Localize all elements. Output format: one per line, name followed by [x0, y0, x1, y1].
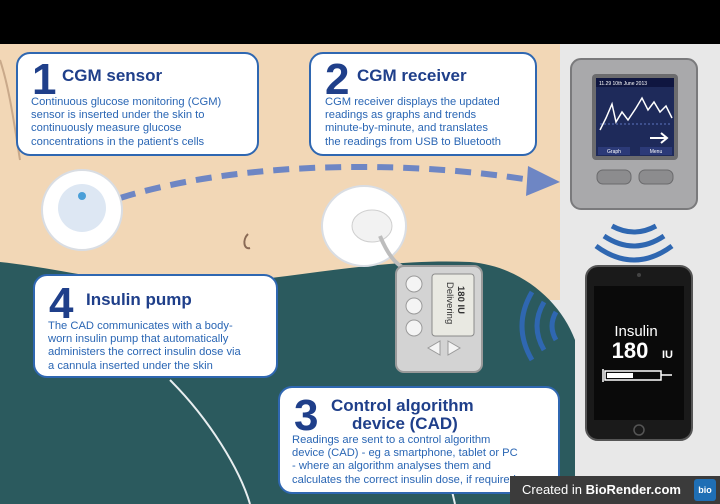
cad-title-line2: device (CAD) — [352, 414, 458, 433]
receiver-wireless-icon — [594, 223, 674, 263]
pump-wireless-icon — [519, 290, 559, 362]
insulin-pump-device: Delivering 180 IU — [395, 265, 483, 373]
phone-insulin-unit: IU — [662, 349, 673, 361]
insulin-pump-number: 4 — [49, 279, 74, 328]
insulin-pump-title: Insulin pump — [86, 290, 192, 309]
cgm-sensor-number: 1 — [32, 55, 57, 104]
cad-body: Readings are sent to a control algorithm… — [292, 434, 518, 487]
cad-line: Readings are sent to a control algorithm — [292, 434, 491, 446]
cgm-receiver-device: 11.29 10th June 2013 Graph Menu — [570, 58, 698, 210]
cad-title-line1: Control algorithm — [331, 396, 474, 415]
insulin-pump-card — [33, 274, 278, 378]
cgm-receiver-line: minute-by-minute, and translates — [325, 122, 488, 135]
cad-line: calculates the correct insulin dose, if … — [292, 473, 516, 486]
cgm-sensor-line: Continuous glucose monitoring (CGM) — [31, 96, 222, 108]
receiver-status: 11.29 10th June 2013 — [599, 81, 647, 87]
arrow-head — [526, 166, 560, 196]
cgm-receiver-line: readings as graphs and trends — [325, 109, 477, 122]
smartphone-device: Insulin 180 IU — [585, 265, 693, 441]
cgm-sensor-line: concentrations in the patient's cells — [31, 135, 205, 148]
cgm-receiver-line: the readings from USB to Bluetooth — [325, 135, 501, 148]
cgm-receiver-title: CGM receiver — [357, 66, 467, 85]
glucose-trace — [599, 96, 673, 131]
cad-number: 3 — [294, 391, 319, 440]
biorender-credit: Created in BioRender.com — [510, 476, 720, 504]
cgm-sensor-card — [16, 52, 259, 156]
insulin-pump-line: administers the correct insulin dose via — [48, 346, 241, 359]
cgm-sensor-icon — [41, 169, 123, 251]
cad-line: device (CAD) - eg a smartphone, tablet o… — [292, 447, 518, 460]
receiver-right-button[interactable] — [638, 169, 674, 185]
insulin-pump-body: The CAD communicates with a body- worn i… — [48, 320, 241, 373]
pump-button-1[interactable] — [405, 275, 423, 293]
biorender-logo: bio — [694, 479, 716, 501]
receiver-menu-label: Menu — [650, 149, 663, 155]
pump-screen-line1: Delivering — [444, 282, 455, 324]
credit-prefix: Created in — [522, 482, 586, 497]
cgm-sensor-title: CGM sensor — [62, 66, 163, 85]
cgm-sensor-line: continuously measure glucose — [31, 122, 182, 135]
cad-line: - where an algorithm analyses them and — [292, 460, 491, 473]
phone-insulin-value: 180 — [612, 338, 649, 363]
insulin-pump-line: worn insulin pump that automatically — [48, 333, 229, 346]
cgm-receiver-card — [309, 52, 537, 156]
cgm-receiver-number: 2 — [325, 55, 350, 104]
syringe-icon — [602, 369, 672, 382]
insulin-pump-line: The CAD communicates with a body- — [48, 320, 233, 332]
pump-right-arrow-icon[interactable] — [447, 340, 461, 356]
cgm-receiver-body: CGM receiver displays the updated readin… — [325, 96, 501, 149]
navel-mark — [243, 233, 251, 250]
receiver-left-button[interactable] — [596, 169, 632, 185]
data-flow-arrow — [119, 163, 531, 201]
pump-screen-line2: 180 IU — [455, 286, 466, 314]
trend-arrow-icon — [650, 132, 669, 144]
pump-button-2[interactable] — [405, 297, 423, 315]
credit-brand: BioRender.com — [585, 482, 681, 497]
cgm-sensor-line: sensor is inserted under the skin to — [31, 109, 205, 122]
insulin-pump-line: a cannula inserted under the skin — [48, 359, 213, 372]
infusion-site-icon — [321, 185, 411, 272]
receiver-graph-label: Graph — [607, 149, 621, 155]
pump-left-arrow-icon[interactable] — [427, 340, 441, 356]
cgm-sensor-body: Continuous glucose monitoring (CGM) sens… — [31, 96, 221, 149]
pump-button-3[interactable] — [405, 319, 423, 337]
phone-insulin-label: Insulin — [614, 323, 657, 340]
cgm-receiver-line: CGM receiver displays the updated — [325, 96, 500, 108]
